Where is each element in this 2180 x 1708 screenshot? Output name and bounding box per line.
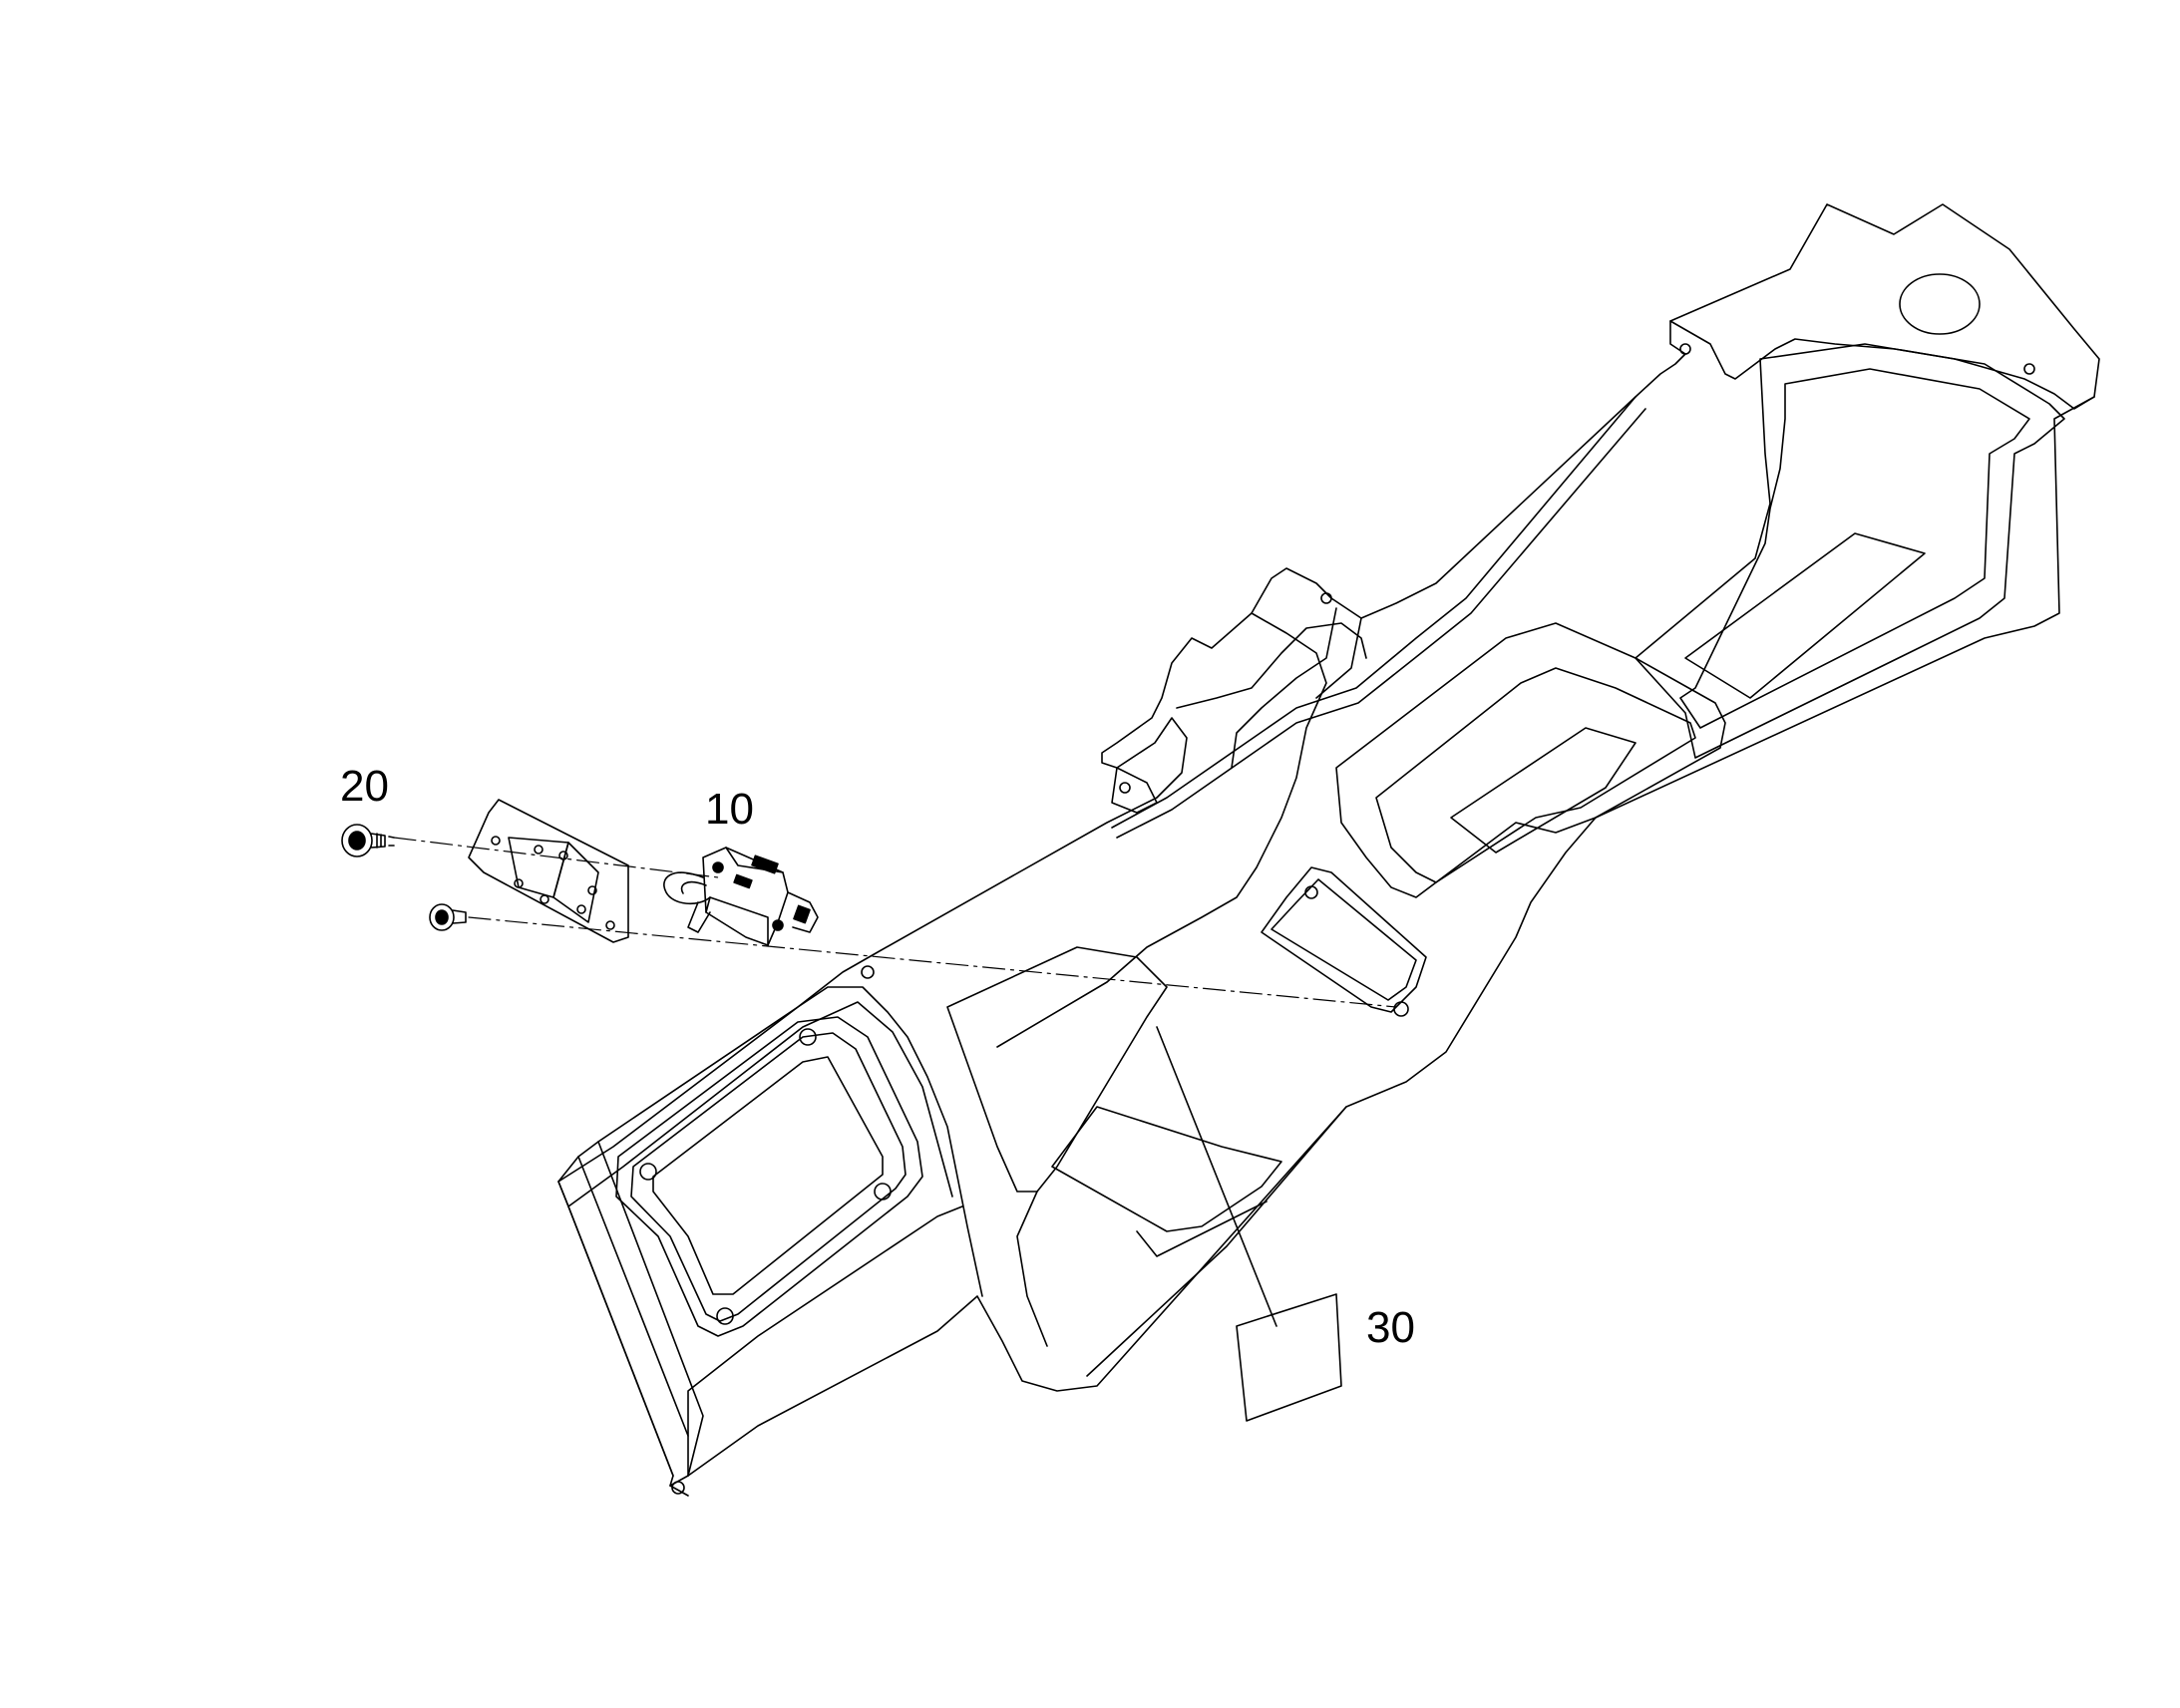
mounting-plate [468, 799, 629, 943]
callout-10: 10 [705, 785, 754, 834]
side-rail-inner [1116, 408, 1646, 839]
cup-recess-outer [1335, 622, 1726, 898]
center-ridge [996, 612, 1327, 1048]
bevel-hole [861, 965, 875, 979]
flange-hole [1679, 343, 1691, 355]
shelf-hole [1119, 782, 1131, 794]
front-left-bevel [567, 1001, 963, 1477]
front-recess-outer [946, 946, 1168, 1193]
side-rail [1111, 396, 1636, 829]
callout-30: 30 [1366, 1303, 1415, 1352]
switch-panel-frame-inner [1271, 878, 1417, 1001]
frame-hole [716, 1307, 734, 1325]
rear-tray-outer [1635, 343, 2065, 759]
front-left-face [557, 986, 983, 1297]
rear-tray-recess [1684, 532, 1926, 699]
screw-20-lower [429, 903, 467, 931]
left-side-panel [557, 1141, 704, 1497]
cup-recess-inner [1375, 667, 1696, 883]
mid-shelf-edges [1176, 607, 1367, 769]
screw-20-upper [341, 824, 395, 857]
front-bracket [1111, 767, 1158, 814]
switch-panel-hole [1304, 885, 1318, 899]
callout-20: 20 [340, 762, 389, 811]
front-floor-lines [1016, 1106, 1347, 1377]
leader-line-upper [393, 837, 719, 878]
flange-hole [2023, 363, 2035, 375]
label-leader-line [1156, 1026, 1277, 1327]
front-square-opening [652, 1056, 884, 1295]
switch-panel-frame [1261, 866, 1427, 1013]
frame-hole [639, 1163, 657, 1181]
frame-hole [799, 1028, 817, 1046]
label-30 [1236, 1293, 1342, 1422]
front-square-frame [615, 1016, 923, 1337]
center-console [557, 203, 2100, 1497]
frame-hole [874, 1183, 892, 1200]
front-square-frame-inner [630, 1032, 907, 1322]
shelf-hole [1320, 592, 1332, 604]
bottom-foot [671, 1481, 685, 1495]
switch-panel-hole [1393, 1001, 1409, 1017]
rear-round-cutout [1899, 273, 1981, 335]
leader-line-lower [468, 916, 1397, 1008]
front-recess-floor [1051, 1106, 1282, 1232]
leader-lines [393, 837, 1397, 1008]
rear-tray-inner [1679, 368, 2030, 729]
cup-recess-floor [1450, 727, 1636, 854]
switch-unit-10 [663, 847, 819, 946]
console-outline [557, 203, 2100, 1487]
rear-flange [1669, 320, 2095, 410]
